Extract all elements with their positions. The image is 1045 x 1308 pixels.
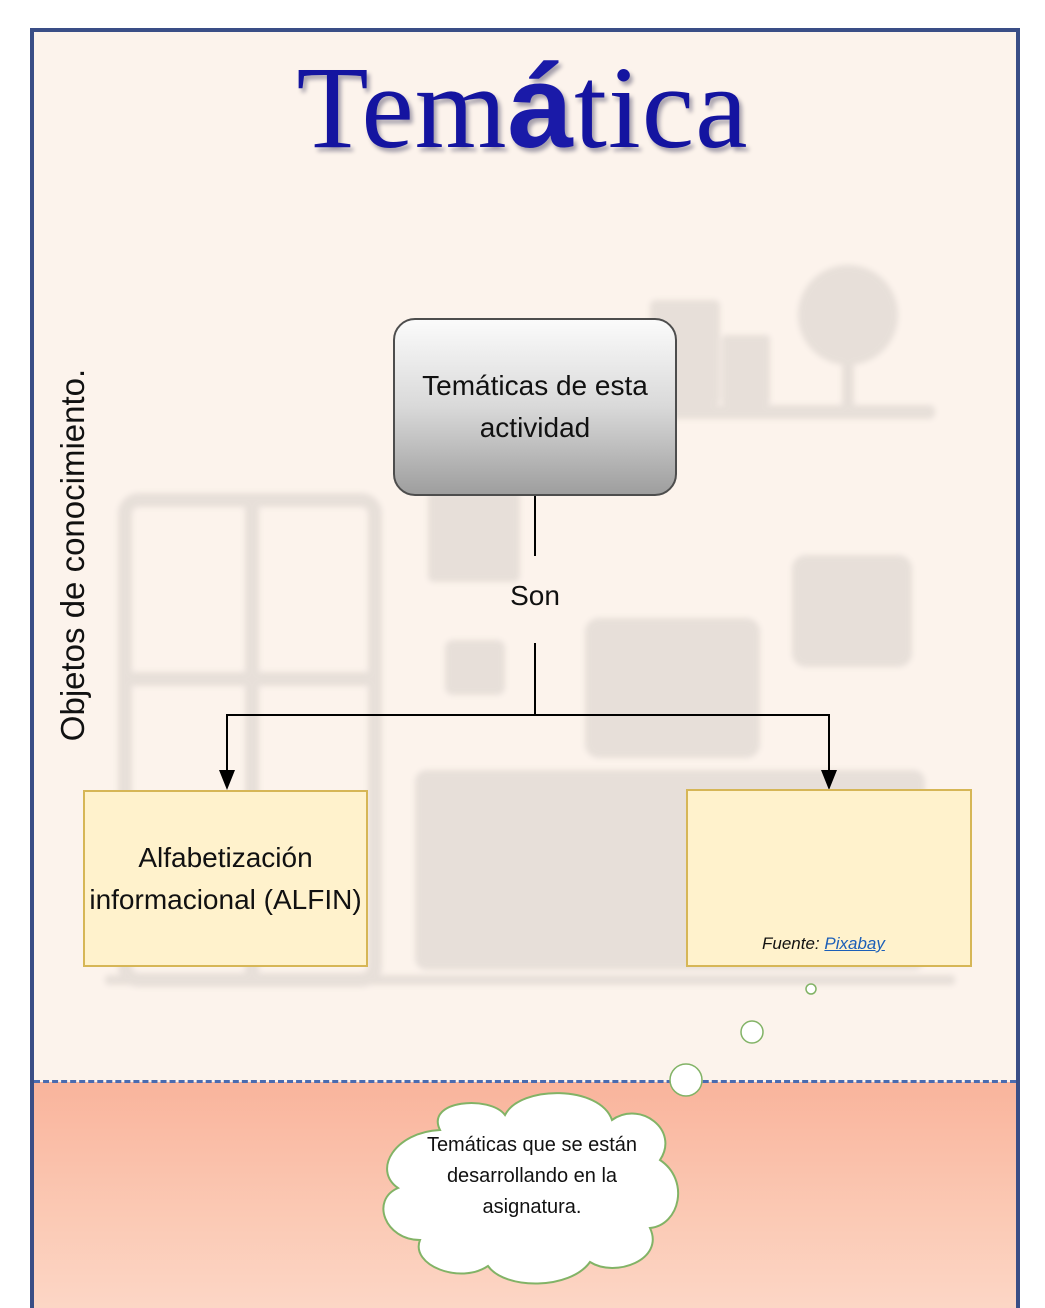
top-node: Temáticas de esta actividad xyxy=(393,318,677,496)
page-title: Temática xyxy=(0,48,1045,167)
top-node-text: Temáticas de esta actividad xyxy=(422,370,648,443)
bg-floor xyxy=(105,975,955,985)
arrowhead-right xyxy=(821,770,837,790)
dashed-divider xyxy=(34,1080,1016,1083)
source-label: Fuente: xyxy=(762,934,820,953)
connector-label: Son xyxy=(510,580,560,611)
bg-picture-frame xyxy=(428,490,520,582)
left-node-text: Alfabetización informacional (ALFIN) xyxy=(89,841,362,915)
thought-cloud-shape xyxy=(382,1092,679,1285)
bg-book-2 xyxy=(722,335,770,405)
thought-bubble-medium xyxy=(740,1020,764,1044)
bg-shelf xyxy=(650,405,935,419)
image-source: Fuente: Pixabay xyxy=(762,934,885,954)
bg-monitor xyxy=(585,618,760,758)
side-label: Objetos de conocimiento. xyxy=(54,368,91,742)
bg-globe xyxy=(798,265,898,365)
title-accent-letter: á xyxy=(507,41,575,173)
left-node: Alfabetización informacional (ALFIN) xyxy=(83,790,368,967)
connector-branch-left xyxy=(226,714,535,776)
arrowhead-left xyxy=(219,770,235,790)
title-part-2: tica xyxy=(574,42,749,173)
thought-bubble-small xyxy=(805,983,817,995)
thought-bubble-large xyxy=(669,1063,703,1097)
right-node xyxy=(686,789,972,967)
bg-globe-stand xyxy=(842,360,854,405)
bg-lamp xyxy=(445,640,505,695)
pixabay-link[interactable]: Pixabay xyxy=(824,934,885,953)
connector-branch-right xyxy=(535,714,830,776)
thought-cloud-text: Temáticas que se están desarrollando en … xyxy=(426,1134,638,1218)
bg-bookcase-shelf xyxy=(125,672,375,686)
title-part-1: Tem xyxy=(296,42,508,173)
bg-calendar xyxy=(792,555,912,667)
